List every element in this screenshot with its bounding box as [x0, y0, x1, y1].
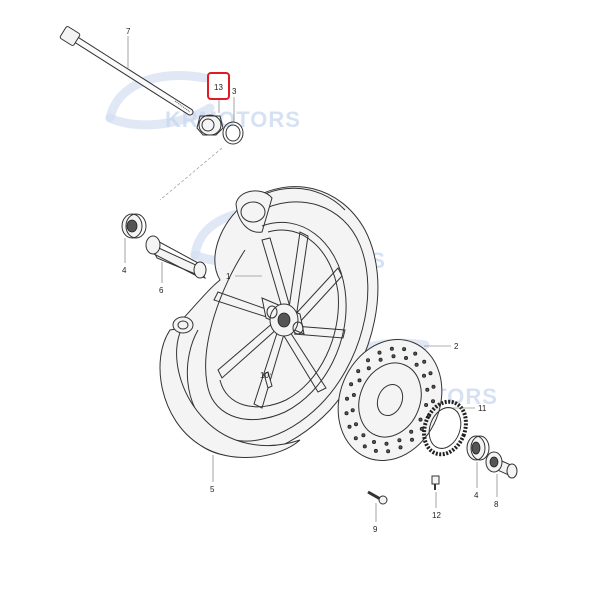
screw — [431, 475, 440, 490]
disc-hole — [353, 436, 358, 441]
tyre — [159, 316, 301, 458]
callout-8: 8 — [494, 500, 499, 509]
collar — [485, 451, 518, 479]
disc-hole — [373, 448, 378, 453]
callout-4-left: 4 — [122, 266, 127, 275]
callout-3: 3 — [232, 87, 237, 96]
callout-10: 10 — [260, 371, 269, 380]
highlight-box — [207, 72, 230, 100]
disc-hole — [403, 355, 408, 360]
disc-hole — [350, 408, 355, 413]
disc-hole — [389, 346, 394, 351]
disc-hole — [409, 429, 414, 434]
disc-bolt — [367, 490, 388, 505]
callout-11: 11 — [478, 404, 487, 413]
callout-7: 7 — [126, 27, 131, 36]
disc-hole — [422, 359, 427, 364]
callout-1: 1 — [226, 272, 231, 281]
bearing-left — [121, 213, 147, 239]
disc-hole — [425, 387, 430, 392]
spacer-tube — [145, 235, 207, 280]
disc-hole — [398, 445, 403, 450]
callout-9: 9 — [373, 525, 378, 534]
disc-hole — [371, 439, 376, 444]
disc-hole — [361, 433, 366, 438]
disc-hole — [357, 378, 362, 383]
disc-hole — [384, 441, 389, 446]
disc-hole — [366, 366, 371, 371]
disc-hole — [418, 417, 423, 422]
disc-hole — [344, 411, 349, 416]
disc-hole — [413, 351, 418, 356]
disc-hole — [377, 350, 382, 355]
disc-hole — [349, 382, 354, 387]
axle-nut — [196, 114, 224, 136]
disc-hole — [378, 357, 383, 362]
axle-icon — [59, 26, 194, 116]
disc-hole — [353, 422, 358, 427]
disc-hole — [424, 402, 429, 407]
disc-hole — [362, 444, 367, 449]
callout-6: 6 — [159, 286, 164, 295]
disc-hole — [402, 347, 407, 352]
disc-hole — [428, 371, 433, 376]
disc-hole — [414, 362, 419, 367]
callout-12: 12 — [432, 511, 441, 520]
disc-hole — [365, 358, 370, 363]
callout-13: 13 — [214, 83, 223, 92]
callout-5: 5 — [210, 485, 215, 494]
callout-4-right: 4 — [474, 491, 479, 500]
disc-hole — [356, 369, 361, 374]
disc-hole — [344, 396, 349, 401]
disc-hole — [391, 354, 396, 359]
disc-hole — [409, 437, 414, 442]
disc-hole — [397, 438, 402, 443]
disc-hole — [347, 424, 352, 429]
disc-hole — [386, 449, 391, 454]
wheel-icon — [166, 186, 379, 457]
disc-hole — [351, 392, 356, 397]
leader-lines — [124, 36, 498, 522]
bearing-right — [466, 435, 490, 461]
circlip — [222, 121, 244, 145]
brake-disc-icon — [337, 339, 443, 461]
disc-hole — [431, 384, 436, 389]
disc-hole — [430, 399, 435, 404]
callout-2: 2 — [454, 342, 459, 351]
disc-hole — [421, 373, 426, 378]
